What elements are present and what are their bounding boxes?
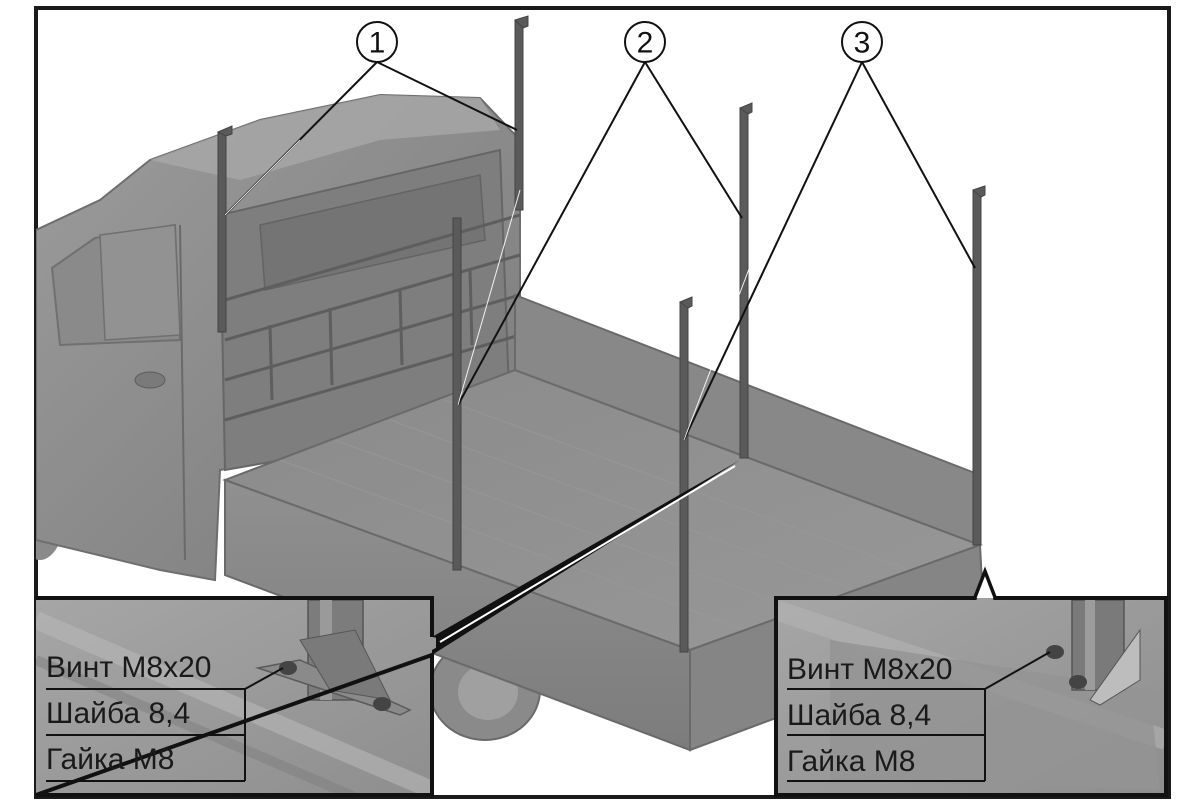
post — [972, 189, 982, 546]
fastener-label-screw: Винт М8х20 — [46, 651, 211, 684]
fastener-label-nut: Гайка М8 — [46, 743, 174, 776]
fastener-label-washer: Шайба 8,4 — [787, 699, 931, 732]
fastener-label-screw: Винт М8х20 — [787, 653, 952, 686]
leader-lines — [224, 61, 976, 441]
bolt — [373, 697, 391, 711]
callout-1: 1 — [356, 21, 398, 63]
fastener-label-washer: Шайба 8,4 — [46, 697, 190, 730]
post — [217, 131, 227, 333]
post — [452, 217, 462, 571]
detail-inset-right: Винт М8х20 Шайба 8,4 Гайка М8 — [774, 566, 1168, 797]
rear-posts — [679, 185, 986, 653]
callout-number: 2 — [637, 27, 654, 60]
post — [514, 19, 524, 211]
bolt — [1046, 645, 1064, 659]
bulkhead-guard — [224, 213, 521, 422]
bolt — [1069, 675, 1087, 689]
callout-number: 1 — [369, 27, 386, 60]
callout-2: 2 — [624, 21, 666, 63]
detail-inset-left: Винт М8х20 Шайба 8,4 Гайка М8 — [35, 596, 436, 797]
front-posts — [216, 15, 529, 333]
inset-pointer-right — [973, 567, 997, 599]
truck-illustration: 1 2 3 — [36, 15, 987, 752]
callout-3: 3 — [841, 21, 883, 63]
bolt — [279, 661, 297, 675]
callout-number: 3 — [854, 27, 871, 60]
fastener-label-nut: Гайка М8 — [787, 745, 915, 778]
post — [679, 301, 689, 653]
